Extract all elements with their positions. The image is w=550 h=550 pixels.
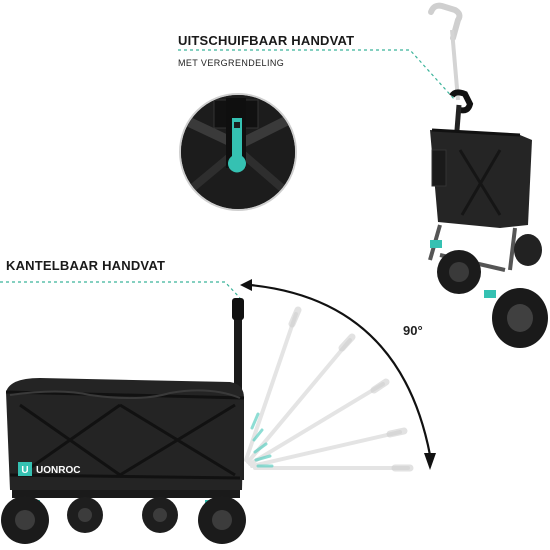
brand-logo-letter: U [21, 465, 28, 476]
feature-subtitle-locking: MET VERGRENDELING [178, 58, 285, 68]
feature-title-telescopic-handle: UITSCHUIFBAAR HANDVAT [178, 33, 355, 48]
ghost-handles [244, 306, 414, 472]
cart-side-view: U UONROC [1, 298, 246, 544]
rotation-arrow [240, 279, 436, 470]
cart-rear-view [428, 2, 548, 348]
leader-lines [0, 49, 456, 299]
feature-title-tilting-handle: KANTELBAAR HANDVAT [6, 258, 166, 273]
leader-line-top [178, 49, 456, 101]
cart-wheels [1, 496, 246, 544]
brand-name: UONROC [36, 465, 80, 476]
angle-label: 90° [403, 323, 423, 338]
lock-detail-circle [179, 93, 297, 211]
leader-line-left [0, 281, 241, 299]
